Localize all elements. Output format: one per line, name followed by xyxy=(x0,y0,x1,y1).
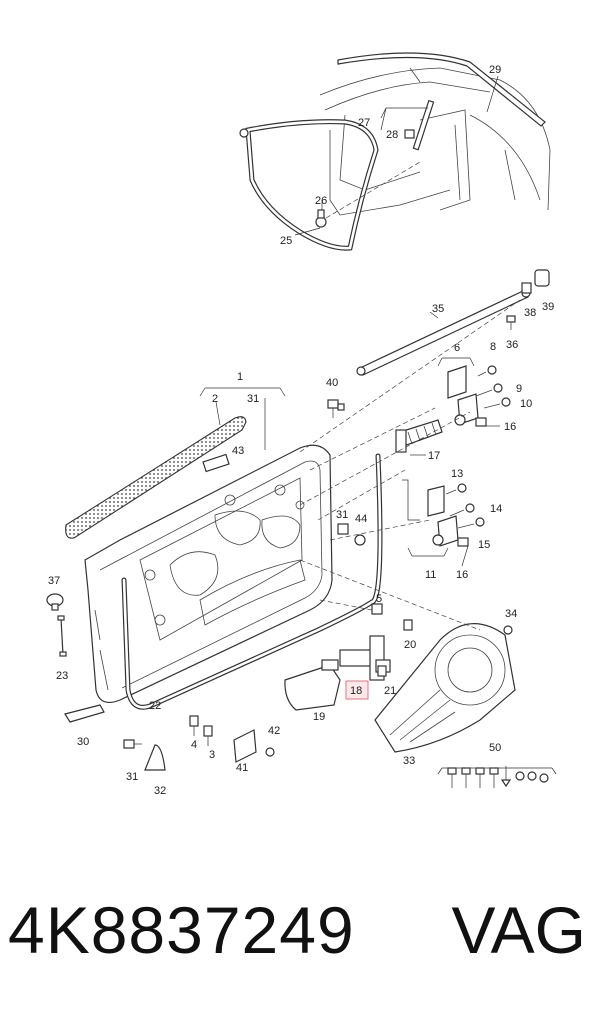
callout-38: 38 xyxy=(524,307,536,319)
callout-33: 33 xyxy=(403,755,415,767)
handle-19 xyxy=(284,664,341,711)
callout-31b: 31 xyxy=(336,509,348,521)
bolt-20 xyxy=(403,619,413,631)
callout-43: 43 xyxy=(232,445,244,457)
bolt-34 xyxy=(503,625,513,635)
cable-23 xyxy=(57,615,67,657)
fastener-set-50 xyxy=(447,766,549,788)
callout-16a: 16 xyxy=(504,421,516,433)
callout-10: 10 xyxy=(520,398,532,410)
door-shell-1 xyxy=(84,444,333,703)
bracket-41 xyxy=(233,729,257,763)
door-seal-strip-2 xyxy=(65,416,247,539)
callout-37: 37 xyxy=(48,575,60,587)
roof-trim-strip xyxy=(337,52,546,127)
callout-36: 36 xyxy=(506,339,518,351)
bolt-14 xyxy=(449,503,475,517)
callout-40: 40 xyxy=(326,377,338,389)
callout-6: 6 xyxy=(454,342,460,354)
callout-35: 35 xyxy=(432,303,444,315)
callout-22: 22 xyxy=(149,700,161,712)
callout-32: 32 xyxy=(154,785,166,797)
door-panel-33 xyxy=(374,623,516,753)
callout-28: 28 xyxy=(386,129,398,141)
bolt-13 xyxy=(445,483,467,495)
lock-18 xyxy=(339,635,391,681)
callout-25: 25 xyxy=(280,235,292,247)
trim-30 xyxy=(64,704,105,723)
roof-strip-clip-line xyxy=(409,67,421,83)
callout-20: 20 xyxy=(404,639,416,651)
plug-37 xyxy=(46,593,64,611)
callout-14: 14 xyxy=(490,503,502,515)
callout-27: 27 xyxy=(358,117,370,129)
brand-caption: VAG xyxy=(451,893,586,967)
callout-16b: 16 xyxy=(456,569,468,581)
callout-8: 8 xyxy=(490,341,496,353)
bolt-40 xyxy=(327,399,345,418)
callout-44: 44 xyxy=(355,513,367,525)
callout-2: 2 xyxy=(212,393,218,405)
bolt-21 xyxy=(377,665,387,677)
callout-21: 21 xyxy=(384,685,396,697)
callout-9: 9 xyxy=(516,383,522,395)
callout-39: 39 xyxy=(542,301,554,313)
upper-hinge-6 xyxy=(447,365,487,427)
bolt-8 xyxy=(477,365,497,377)
nut-44 xyxy=(354,534,366,546)
callout-17: 17 xyxy=(428,450,440,462)
fastener-26 xyxy=(315,209,327,228)
callout-13: 13 xyxy=(451,468,463,480)
bolt-42 xyxy=(265,747,275,757)
exploded-door-diagram: 1 2 31 3 4 5 6 8 9 10 11 13 14 15 16 16 … xyxy=(46,52,557,797)
callout-50: 50 xyxy=(489,742,501,754)
callout-19: 19 xyxy=(313,711,325,723)
callout-3: 3 xyxy=(209,749,215,761)
bolt-5 xyxy=(371,603,383,615)
callout-18: 18 xyxy=(350,685,362,697)
window-seal-25 xyxy=(239,119,379,251)
callout-30: 30 xyxy=(77,736,89,748)
cap-39 xyxy=(534,269,550,287)
callout-29: 29 xyxy=(489,64,501,76)
bolt-3 xyxy=(203,725,213,746)
bolt-15 xyxy=(457,517,485,529)
callout-11: 11 xyxy=(425,569,436,581)
callout-34: 34 xyxy=(505,608,517,620)
callout-1: 1 xyxy=(237,371,243,383)
b-pillar-trim xyxy=(412,99,435,151)
cover-32 xyxy=(144,744,166,771)
lower-hinge-11 xyxy=(427,485,469,547)
bolt-9 xyxy=(475,383,503,397)
bolt-31-mid xyxy=(337,523,349,535)
clip-28 xyxy=(404,129,415,139)
bolt-36 xyxy=(506,315,516,330)
callout-23: 23 xyxy=(56,670,68,682)
bolt-4 xyxy=(189,715,199,736)
car-body-outline xyxy=(319,67,551,216)
bolt-31-bottom xyxy=(123,739,142,749)
cap-38 xyxy=(521,282,532,294)
callout-5: 5 xyxy=(376,593,382,605)
callout-4: 4 xyxy=(191,739,197,751)
callout-15: 15 xyxy=(478,539,490,551)
door-check-17 xyxy=(395,419,443,453)
clip-43 xyxy=(202,453,230,473)
callout-31a: 31 xyxy=(247,393,259,405)
callout-41: 41 xyxy=(236,762,248,774)
callout-26: 26 xyxy=(315,195,327,207)
bolt-10 xyxy=(483,397,511,409)
callout-31c: 31 xyxy=(126,771,138,783)
callout-42: 42 xyxy=(268,725,280,737)
part-number-caption: 4K8837249 xyxy=(8,893,355,967)
highlight-box-18 xyxy=(345,680,369,700)
